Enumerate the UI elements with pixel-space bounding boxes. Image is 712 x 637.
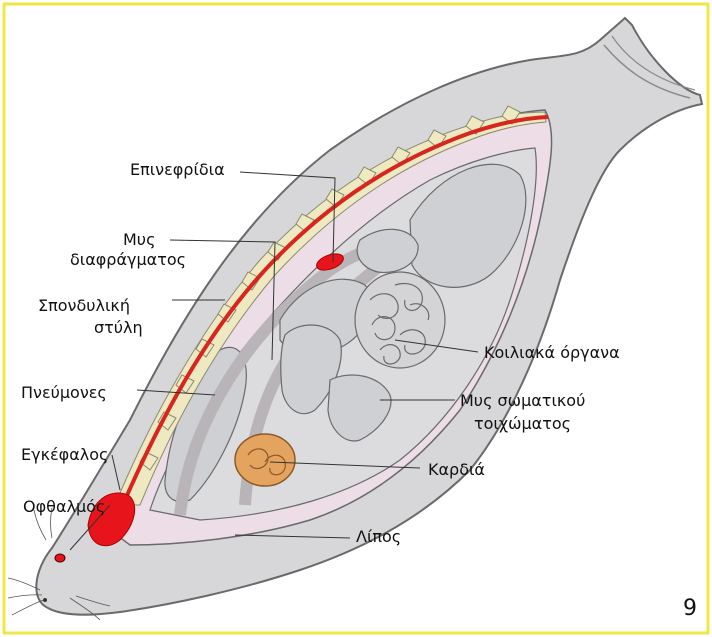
label-abdominal: Κοιλιακά όργανα	[484, 343, 620, 363]
label-diaphragm-2: διαφράγματος	[70, 250, 186, 270]
heart-shape	[235, 434, 295, 486]
label-spine-2: στύλη	[94, 318, 143, 338]
label-lungs: Πνεύμονες	[21, 383, 107, 403]
nostril	[43, 598, 47, 602]
label-fat: Λίπος	[356, 527, 401, 547]
label-wall-muscle-2: τοιχώματος	[474, 414, 571, 434]
label-diaphragm-1: Μυς	[123, 230, 155, 250]
page-number: 9	[683, 596, 697, 621]
label-brain: Εγκέφαλος	[21, 445, 108, 465]
label-adrenals: Επινεφρίδια	[130, 160, 225, 180]
eye-shape	[55, 554, 65, 562]
label-heart: Καρδιά	[428, 460, 485, 480]
intestines	[355, 272, 445, 368]
label-wall-muscle-1: Μυς σωματικού	[460, 391, 585, 411]
label-spine-1: Σπονδυλική	[38, 296, 130, 316]
label-eye: Οφθαλμός	[23, 497, 105, 517]
